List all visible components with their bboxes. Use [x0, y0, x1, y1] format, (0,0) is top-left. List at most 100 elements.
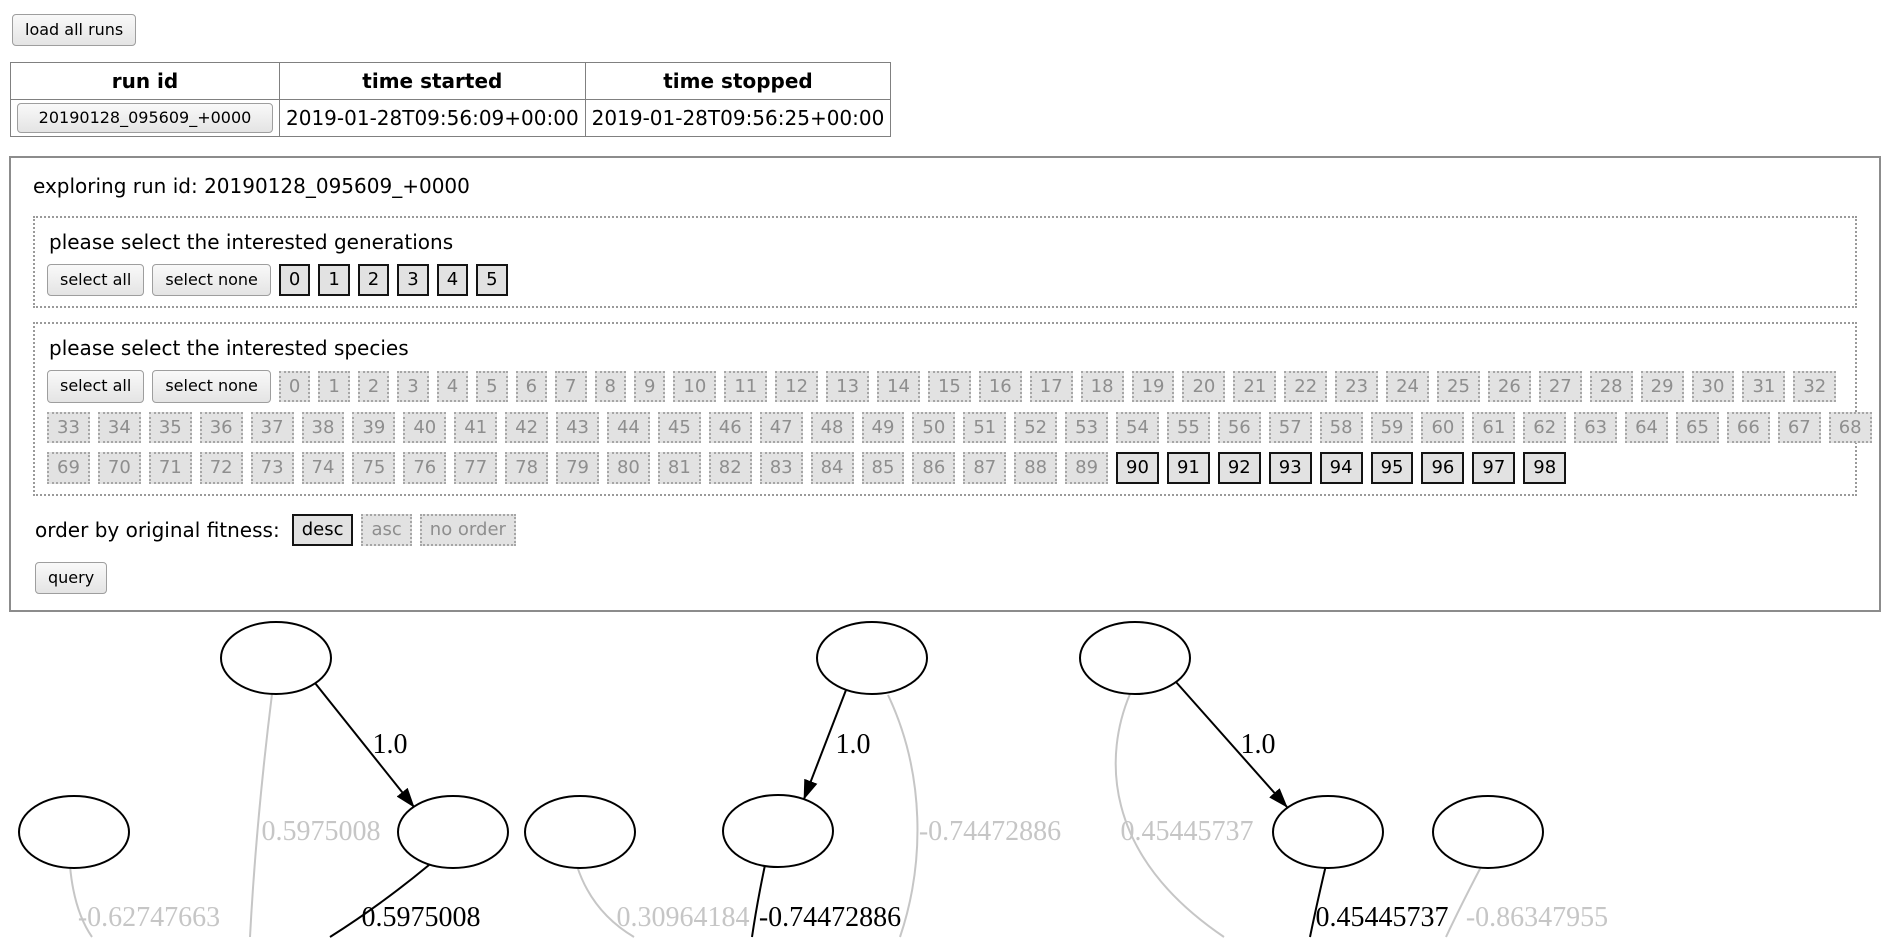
species-toggle[interactable]: 73: [250, 452, 294, 484]
species-toggle[interactable]: 4: [436, 370, 469, 403]
generation-toggle[interactable]: 1: [318, 264, 350, 296]
species-toggle[interactable]: 84: [810, 452, 854, 484]
species-toggle[interactable]: 52: [1014, 411, 1058, 444]
species-toggle[interactable]: 47: [759, 411, 803, 444]
species-toggle[interactable]: 30: [1691, 370, 1735, 403]
species-toggle[interactable]: 11: [724, 370, 768, 403]
species-toggle[interactable]: 86: [912, 452, 956, 484]
species-toggle[interactable]: 69: [47, 452, 90, 484]
species-toggle[interactable]: 82: [708, 452, 752, 484]
species-toggle[interactable]: 50: [912, 411, 956, 444]
species-toggle[interactable]: 85: [861, 452, 905, 484]
species-toggle[interactable]: 21: [1233, 370, 1277, 403]
species-toggle[interactable]: 93: [1268, 452, 1312, 484]
species-toggle[interactable]: 26: [1487, 370, 1531, 403]
species-toggle[interactable]: 9: [633, 370, 666, 403]
species-toggle[interactable]: 2: [357, 370, 390, 403]
order-option-toggle[interactable]: desc: [291, 513, 354, 546]
species-toggle[interactable]: 75: [352, 452, 396, 484]
generations-select-all-button[interactable]: select all: [47, 264, 145, 297]
species-select-none-button[interactable]: select none: [152, 370, 271, 403]
species-toggle[interactable]: 24: [1386, 370, 1429, 403]
species-toggle[interactable]: 13: [826, 370, 870, 403]
run-id-button[interactable]: 20190128_095609_+0000: [17, 103, 273, 134]
species-toggle[interactable]: 17: [1029, 370, 1073, 403]
species-toggle[interactable]: 55: [1166, 411, 1210, 444]
species-toggle[interactable]: 88: [1014, 452, 1058, 484]
species-select-all-button[interactable]: select all: [47, 370, 145, 403]
species-toggle[interactable]: 91: [1166, 452, 1210, 484]
species-toggle[interactable]: 98: [1523, 452, 1567, 484]
species-toggle[interactable]: 41: [454, 411, 498, 444]
generations-select-none-button[interactable]: select none: [152, 264, 271, 297]
species-toggle[interactable]: 79: [556, 452, 599, 484]
species-toggle[interactable]: 8: [594, 370, 626, 403]
species-toggle[interactable]: 71: [148, 452, 192, 484]
species-toggle[interactable]: 53: [1065, 411, 1109, 444]
species-toggle[interactable]: 29: [1640, 370, 1684, 403]
species-toggle[interactable]: 83: [759, 452, 803, 484]
species-toggle[interactable]: 43: [556, 411, 599, 444]
species-toggle[interactable]: 62: [1523, 411, 1567, 444]
species-toggle[interactable]: 64: [1625, 411, 1668, 444]
species-toggle[interactable]: 19: [1131, 370, 1175, 403]
species-toggle[interactable]: 44: [606, 411, 650, 444]
load-all-runs-button[interactable]: load all runs: [12, 14, 137, 47]
species-toggle[interactable]: 7: [555, 370, 587, 403]
species-toggle[interactable]: 3: [397, 370, 429, 403]
species-toggle[interactable]: 49: [861, 411, 905, 444]
species-toggle[interactable]: 87: [963, 452, 1007, 484]
species-toggle[interactable]: 94: [1319, 452, 1363, 484]
species-toggle[interactable]: 34: [97, 411, 141, 444]
species-toggle[interactable]: 12: [775, 370, 819, 403]
species-toggle[interactable]: 37: [250, 411, 294, 444]
generation-toggle[interactable]: 5: [476, 264, 508, 296]
species-toggle[interactable]: 48: [810, 411, 854, 444]
species-toggle[interactable]: 22: [1284, 370, 1328, 403]
species-toggle[interactable]: 77: [454, 452, 498, 484]
species-toggle[interactable]: 65: [1676, 411, 1719, 444]
species-toggle[interactable]: 80: [606, 452, 650, 484]
species-toggle[interactable]: 54: [1116, 411, 1159, 444]
species-toggle[interactable]: 20: [1182, 370, 1226, 403]
species-toggle[interactable]: 32: [1793, 370, 1837, 403]
species-toggle[interactable]: 92: [1217, 452, 1261, 484]
species-toggle[interactable]: 89: [1065, 452, 1109, 484]
order-option-toggle[interactable]: no order: [419, 513, 516, 546]
species-toggle[interactable]: 0: [278, 370, 311, 403]
species-toggle[interactable]: 14: [877, 370, 920, 403]
species-toggle[interactable]: 70: [97, 452, 141, 484]
species-toggle[interactable]: 28: [1589, 370, 1633, 403]
species-toggle[interactable]: 76: [403, 452, 447, 484]
species-toggle[interactable]: 27: [1538, 370, 1582, 403]
species-toggle[interactable]: 25: [1437, 370, 1480, 403]
species-toggle[interactable]: 35: [148, 411, 192, 444]
species-toggle[interactable]: 18: [1080, 370, 1124, 403]
species-toggle[interactable]: 51: [963, 411, 1007, 444]
species-toggle[interactable]: 72: [199, 452, 243, 484]
species-toggle[interactable]: 6: [515, 370, 548, 403]
order-option-toggle[interactable]: asc: [361, 513, 412, 546]
species-toggle[interactable]: 23: [1335, 370, 1379, 403]
species-toggle[interactable]: 66: [1726, 411, 1770, 444]
species-toggle[interactable]: 81: [657, 452, 701, 484]
species-toggle[interactable]: 33: [47, 411, 90, 444]
species-toggle[interactable]: 10: [673, 370, 717, 403]
species-toggle[interactable]: 95: [1370, 452, 1414, 484]
species-toggle[interactable]: 46: [708, 411, 752, 444]
species-toggle[interactable]: 16: [978, 370, 1022, 403]
species-toggle[interactable]: 5: [476, 370, 508, 403]
species-toggle[interactable]: 57: [1268, 411, 1312, 444]
species-toggle[interactable]: 40: [403, 411, 447, 444]
species-toggle[interactable]: 1: [318, 370, 350, 403]
species-toggle[interactable]: 31: [1742, 370, 1786, 403]
species-toggle[interactable]: 59: [1370, 411, 1414, 444]
species-toggle[interactable]: 61: [1472, 411, 1516, 444]
generation-toggle[interactable]: 3: [397, 264, 429, 296]
query-button[interactable]: query: [35, 561, 108, 594]
generation-toggle[interactable]: 4: [436, 264, 469, 296]
species-toggle[interactable]: 97: [1472, 452, 1516, 484]
species-toggle[interactable]: 67: [1777, 411, 1821, 444]
species-toggle[interactable]: 74: [301, 452, 345, 484]
species-toggle[interactable]: 15: [927, 370, 971, 403]
